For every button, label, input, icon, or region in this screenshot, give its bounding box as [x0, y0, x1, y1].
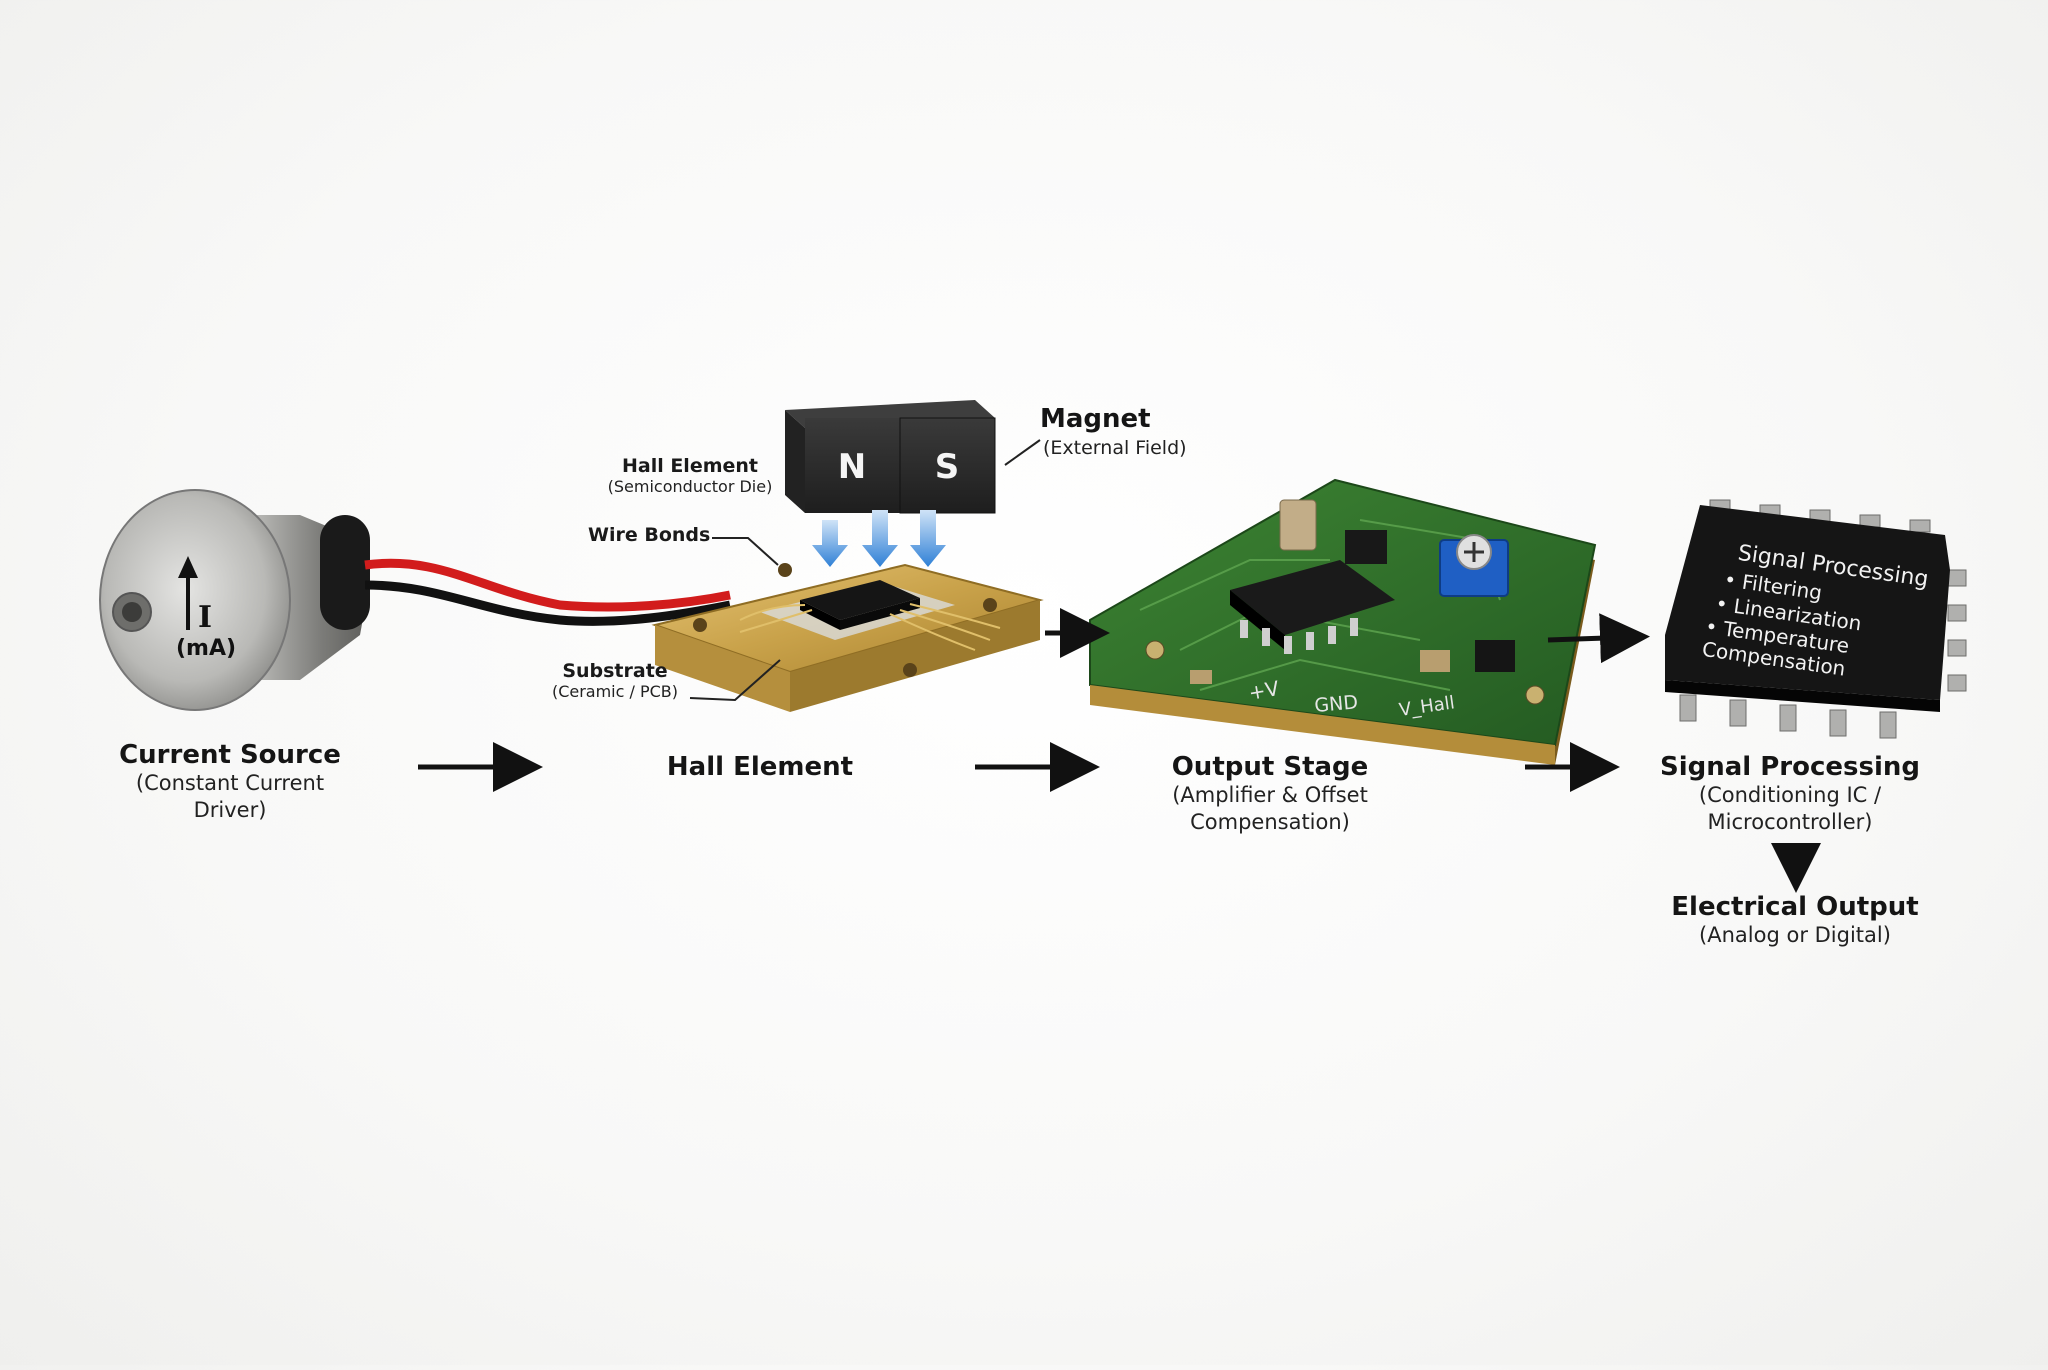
wire-bonds-callout-title: Wire Bonds — [588, 524, 711, 546]
hall-die-callout-title: Hall Element — [621, 455, 759, 477]
cylinder-unit: (mA) — [176, 636, 237, 661]
hall-element-label: Hall Element — [640, 752, 880, 782]
flow-arrows — [418, 608, 1821, 893]
current-source-label: Current Source (Constant Current Driver) — [105, 740, 355, 824]
chip-labels: Signal Processing • Filtering • Lineariz… — [1701, 541, 1930, 681]
signal-processing-chip — [1665, 499, 1967, 739]
signal-processing-sub2: Microcontroller) — [1707, 810, 1873, 834]
current-source-cylinder — [99, 489, 370, 711]
signal-processing-sub1: (Conditioning IC / — [1698, 783, 1882, 807]
output-stage-sub2: Compensation) — [1190, 810, 1350, 834]
substrate-callout-sub: (Ceramic / PCB) — [551, 682, 679, 701]
magnet-callout-sub-wrap: (External Field) — [1043, 435, 1243, 462]
output-stage-title: Output Stage — [1171, 752, 1369, 782]
field-arrows — [812, 510, 946, 567]
substrate-callout: Substrate (Ceramic / PCB) — [545, 660, 685, 701]
magnet: N S — [785, 400, 996, 514]
output-stage-label: Output Stage (Amplifier & Offset Compens… — [1140, 752, 1400, 836]
current-source-sub2: Driver) — [193, 798, 267, 822]
electrical-output-sub1: (Analog or Digital) — [1699, 923, 1891, 947]
hall-die-callout: Hall Element (Semiconductor Die) — [600, 455, 780, 496]
current-source-title: Current Source — [119, 740, 341, 770]
cylinder-current-symbol: I — [198, 600, 213, 635]
pcb-gnd-label: GND — [1314, 691, 1359, 717]
substrate-callout-title: Substrate — [562, 660, 668, 682]
current-source-sub1: (Constant Current — [135, 771, 325, 795]
output-stage-pcb: +V GND V_Hall — [1089, 478, 1597, 765]
signal-processing-label: Signal Processing (Conditioning IC / Mic… — [1640, 752, 1940, 836]
arrow-pcb-to-chip — [1547, 613, 1650, 664]
magnet-callout-title: Magnet — [1040, 404, 1151, 434]
callout-lines — [689, 439, 1041, 702]
magnet-callout-sub: (External Field) — [1043, 437, 1187, 459]
signal-processing-title: Signal Processing — [1659, 752, 1921, 782]
pcb-plus-v-label: +V — [1247, 676, 1281, 705]
magnet-n-pole: N — [838, 447, 866, 487]
hall-substrate — [651, 563, 1044, 712]
electrical-output-label: Electrical Output (Analog or Digital) — [1655, 892, 1935, 949]
magnet-s-pole: S — [935, 447, 960, 487]
wire-bonds-callout: Wire Bonds — [588, 524, 711, 546]
magnet-callout: Magnet — [1040, 404, 1180, 434]
electrical-output-title: Electrical Output — [1671, 892, 1919, 922]
hall-element-title: Hall Element — [666, 752, 854, 782]
hall-die-callout-sub: (Semiconductor Die) — [607, 477, 773, 496]
output-stage-sub1: (Amplifier & Offset — [1172, 783, 1368, 807]
wires — [364, 558, 731, 626]
